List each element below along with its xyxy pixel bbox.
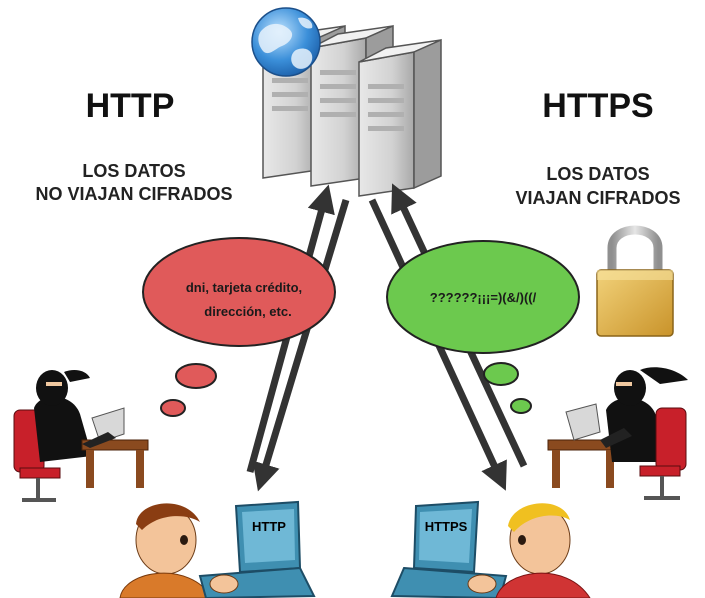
globe-icon bbox=[251, 7, 321, 77]
http-title: HTTP bbox=[86, 87, 175, 125]
https-bubble-line-1: ??????¡¡¡=)(&/)((/ bbox=[430, 290, 537, 305]
https-laptop-label: HTTPS bbox=[425, 519, 468, 534]
padlock-icon bbox=[596, 225, 674, 337]
https-description-line-1: LOS DATOS bbox=[546, 164, 649, 184]
http-thought-bubble: dni, tarjeta crédito, dirección, etc. bbox=[142, 237, 336, 417]
server-tower-right bbox=[358, 38, 442, 197]
https-description-line-2: VIAJAN CIFRADOS bbox=[515, 188, 680, 208]
http-description-line-1: LOS DATOS bbox=[82, 161, 185, 181]
user-at-laptop-icon: HTTP bbox=[119, 500, 316, 598]
hacker-icon bbox=[13, 370, 149, 502]
user-at-laptop-icon: HTTPS bbox=[390, 500, 591, 598]
http-laptop-label: HTTP bbox=[252, 519, 286, 534]
https-thought-bubble: ??????¡¡¡=)(&/)((/ bbox=[386, 240, 580, 414]
server-rack-icon bbox=[262, 24, 442, 197]
http-response-arrow bbox=[252, 198, 350, 492]
hacker-icon bbox=[547, 367, 688, 500]
http-description-line-2: NO VIAJAN CIFRADOS bbox=[35, 184, 232, 204]
https-title: HTTPS bbox=[542, 87, 653, 125]
watermark: CSDN @北~笙 bbox=[613, 574, 694, 589]
http-bubble-line-1: dni, tarjeta crédito, bbox=[186, 280, 302, 295]
http-bubble-line-2: dirección, etc. bbox=[204, 304, 291, 319]
